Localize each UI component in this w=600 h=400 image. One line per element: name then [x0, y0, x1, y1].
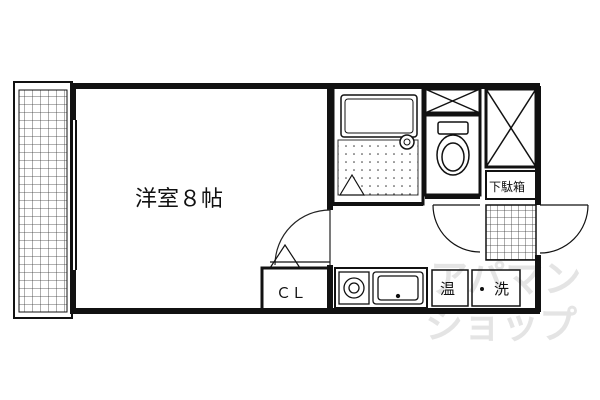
washer: 洗: [471, 269, 521, 307]
bathtub-icon: [340, 94, 418, 138]
closet: ＣＬ: [260, 243, 332, 313]
outer-walls: [70, 83, 541, 314]
toilet-icon: [436, 121, 470, 176]
shoe-box-label: 下駄箱: [489, 179, 525, 194]
kitchen: [334, 267, 428, 309]
balcony-grid-icon: [18, 89, 68, 313]
toilet: [423, 113, 482, 199]
shoe-box: 下駄箱: [485, 170, 537, 200]
western-room: 洋室８帖: [135, 86, 333, 311]
storage-cross-icon: [423, 87, 482, 115]
water-heater-label: 温: [440, 280, 455, 298]
entrance: [432, 204, 589, 261]
water-heater: 温: [431, 269, 469, 307]
door-swing-icon: [274, 209, 331, 266]
sink-icon: [372, 271, 424, 305]
washer-label: 洗: [494, 280, 509, 298]
western-room-label: 洋室８帖: [135, 187, 223, 212]
storage-cross-right: [484, 87, 538, 169]
balcony: [13, 81, 73, 319]
closet-label: ＣＬ: [276, 284, 306, 302]
bathroom: [331, 84, 425, 206]
entrance-tile-icon: [485, 204, 537, 261]
stove-icon: [338, 271, 370, 305]
watermark-line1: アパマン: [430, 257, 581, 301]
